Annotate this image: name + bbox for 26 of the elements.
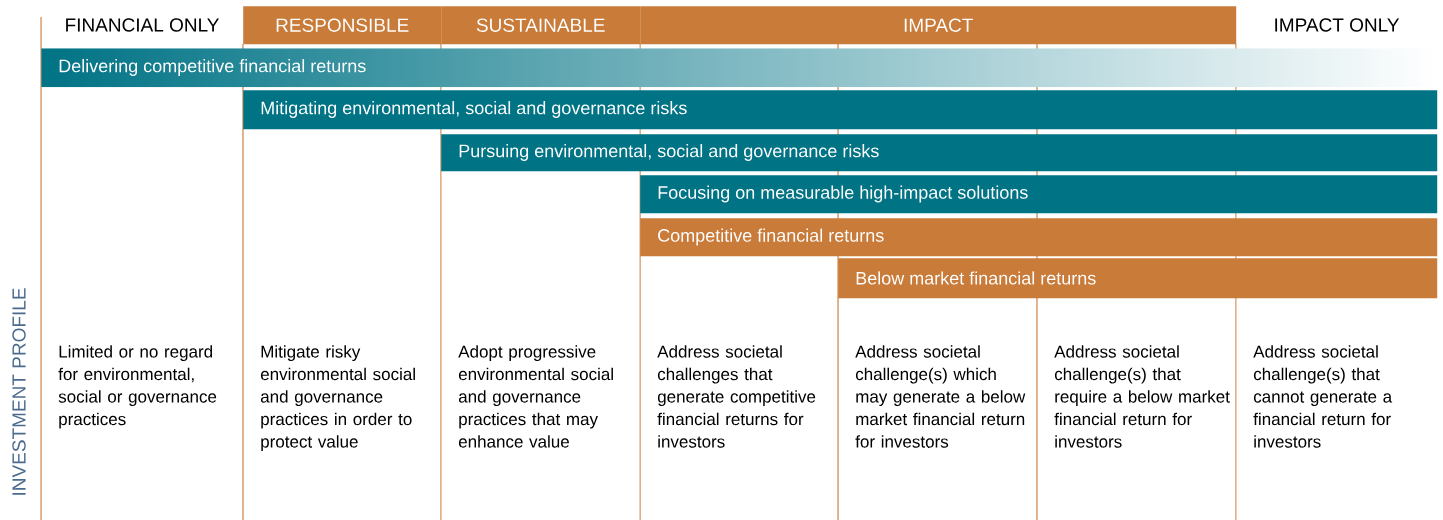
- bar: [243, 90, 1438, 130]
- bar: [441, 134, 1438, 172]
- description-text: Adopt progressive environmental social and governance practices that may enhance value: [458, 345, 613, 448]
- description-text: Limited or no regard for environmental, social or governance practices: [58, 345, 217, 429]
- bar-label: Competitive financial returns: [658, 228, 884, 246]
- description-text: Address societal challenges that generate competitive financial returns for investors: [657, 345, 816, 448]
- node-label: RESPONSIBLE: [276, 18, 409, 32]
- axis-title: INVESTMENT PROFILE: [12, 288, 26, 495]
- node-label: SUSTAINABLE: [476, 18, 605, 32]
- bar-label: Pursuing environmental, social and governance risks: [459, 144, 879, 161]
- description-text: Address societal challenge(s) that cannot generate a financial return for investors: [1253, 345, 1393, 448]
- description-text: Address societal challenge(s) that require a below market financial return for investors: [1054, 345, 1230, 448]
- bar: [838, 258, 1438, 299]
- description-text: Mitigate risky environmental social and governance practices in order to protect value: [260, 345, 415, 452]
- bar-label: Delivering competitive financial returns: [59, 59, 366, 76]
- bar-label: Focusing on measurable high-impact solutions: [658, 185, 1028, 203]
- header-band: RESPONSIBLE: [243, 6, 442, 45]
- header-band: SUSTAINABLE: [441, 6, 641, 45]
- header-text: IMPACT ONLY: [1275, 18, 1400, 32]
- bar-label: Mitigating environmental, social and governance risks: [261, 101, 687, 118]
- bar: [640, 218, 1438, 257]
- bar-label: Below market financial returns: [856, 271, 1096, 285]
- header-text: FINANCIAL ONLY: [66, 18, 219, 32]
- node-label: IMPACT: [904, 18, 973, 32]
- description-text: Address societal challenge(s) which may generate a below market financial return for investors: [855, 345, 1026, 448]
- bar: [640, 175, 1438, 214]
